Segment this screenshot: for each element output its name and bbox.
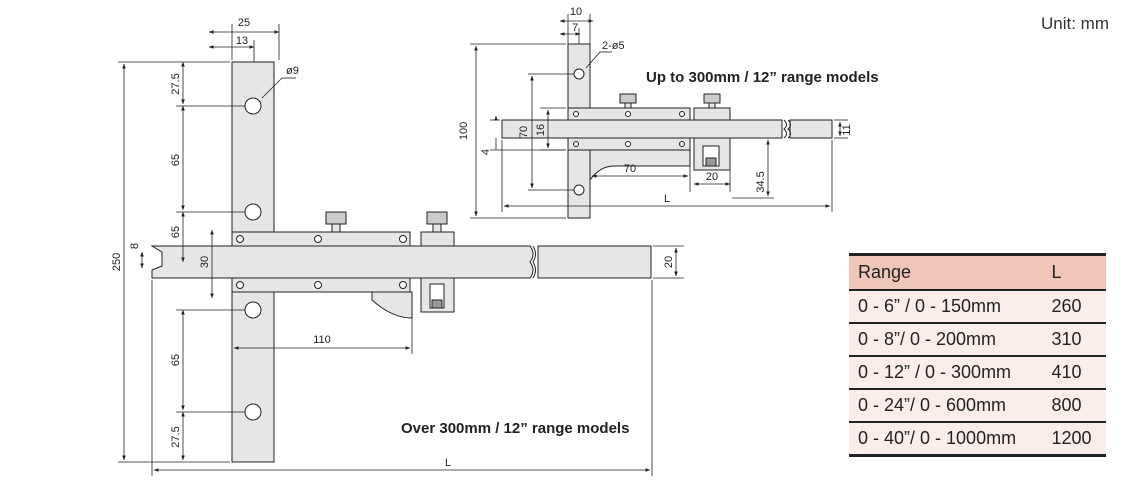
- table-row: 0 - 6” / 0 - 150mm 260: [849, 290, 1106, 324]
- table-row: 0 - 8”/ 0 - 200mm 310: [849, 323, 1106, 357]
- header-l: L: [1041, 253, 1106, 291]
- large-model-caption: Over 300mm / 12” range models: [401, 420, 629, 437]
- small-dim-10: 10: [570, 6, 582, 18]
- large-dim-65-c: 65: [170, 354, 182, 366]
- range-table-header: Range L: [849, 253, 1106, 291]
- small-dim-holes: 2-ø5: [602, 40, 625, 52]
- small-hole-1: [573, 68, 585, 80]
- small-dim-L: L: [664, 193, 670, 205]
- range-cell: 0 - 8”/ 0 - 200mm: [849, 323, 1042, 357]
- large-dim-hole: ø9: [286, 65, 299, 77]
- small-dim-11: 11: [841, 124, 853, 135]
- large-dim-13: 13: [236, 35, 248, 47]
- range-cell: 0 - 24”/ 0 - 600mm: [849, 389, 1042, 423]
- small-dim-34-5: 34.5: [755, 171, 767, 192]
- large-dim-20: 20: [663, 256, 675, 268]
- length-cell: 310: [1041, 323, 1106, 357]
- large-hole-4: [244, 403, 262, 421]
- small-knob-2: [703, 93, 721, 104]
- large-hole-2: [244, 203, 262, 221]
- large-dim-27-5-bottom: 27.5: [170, 426, 182, 447]
- table-row: 0 - 24”/ 0 - 600mm 800: [849, 389, 1106, 423]
- range-table: Range L 0 - 6” / 0 - 150mm 260 0 - 8”/ 0…: [849, 253, 1106, 457]
- large-hole-3: [244, 301, 262, 319]
- small-dim-100: 100: [458, 122, 470, 140]
- small-dim-7: 7: [572, 22, 578, 34]
- large-hole-1: [244, 97, 262, 115]
- large-slider-hook: [371, 291, 413, 319]
- small-model-drawing: [501, 43, 833, 219]
- small-model-caption: Up to 300mm / 12” range models: [646, 69, 879, 86]
- large-dim-110: 110: [313, 334, 331, 346]
- large-dimension-labels: 25 13 ø9 27.5 65 65 65 27.5 250 8 30 20 …: [111, 17, 675, 469]
- small-hole-2: [573, 184, 585, 196]
- small-beam: [501, 119, 783, 139]
- length-cell: 260: [1041, 290, 1106, 324]
- large-dim-27-5-top: 27.5: [170, 73, 182, 94]
- small-dimension-lines: [470, 14, 848, 219]
- range-cell: 0 - 6” / 0 - 150mm: [849, 290, 1042, 324]
- length-cell: 800: [1041, 389, 1106, 423]
- range-cell: 0 - 40”/ 0 - 1000mm: [849, 422, 1042, 457]
- small-dim-70-h: 70: [624, 163, 636, 175]
- length-cell: 1200: [1041, 422, 1106, 457]
- large-model-drawing: [150, 61, 652, 463]
- small-dim-20: 20: [706, 171, 718, 183]
- range-cell: 0 - 12” / 0 - 300mm: [849, 356, 1042, 390]
- length-cell: 410: [1041, 356, 1106, 390]
- large-dim-25: 25: [238, 17, 250, 29]
- small-dim-70-v: 70: [518, 126, 530, 138]
- small-slider-block: [693, 107, 731, 121]
- large-dim-L: L: [445, 457, 451, 469]
- small-knob-1: [619, 93, 637, 104]
- small-lower-hook: [589, 149, 691, 182]
- small-dim-4: 4: [480, 149, 492, 155]
- large-dim-30: 30: [199, 256, 211, 268]
- large-slider-block: [420, 231, 455, 247]
- large-dim-65-a: 65: [170, 154, 182, 166]
- large-dim-65-b: 65: [170, 226, 182, 238]
- large-dimension-lines: [118, 24, 684, 476]
- header-range: Range: [849, 253, 1042, 291]
- large-knob-1: [325, 211, 347, 225]
- large-beam-right: [537, 245, 652, 279]
- large-dim-250: 250: [111, 253, 123, 271]
- large-dim-8: 8: [129, 243, 141, 249]
- table-row: 0 - 40”/ 0 - 1000mm 1200: [849, 422, 1106, 457]
- unit-label: Unit: mm: [1041, 14, 1109, 33]
- small-dim-16: 16: [535, 124, 547, 136]
- table-row: 0 - 12” / 0 - 300mm 410: [849, 356, 1106, 390]
- large-knob-2: [426, 211, 448, 225]
- small-dimension-labels: 10 7 2-ø5 100 70 16 4 11 70 20 34.5 L: [458, 6, 853, 205]
